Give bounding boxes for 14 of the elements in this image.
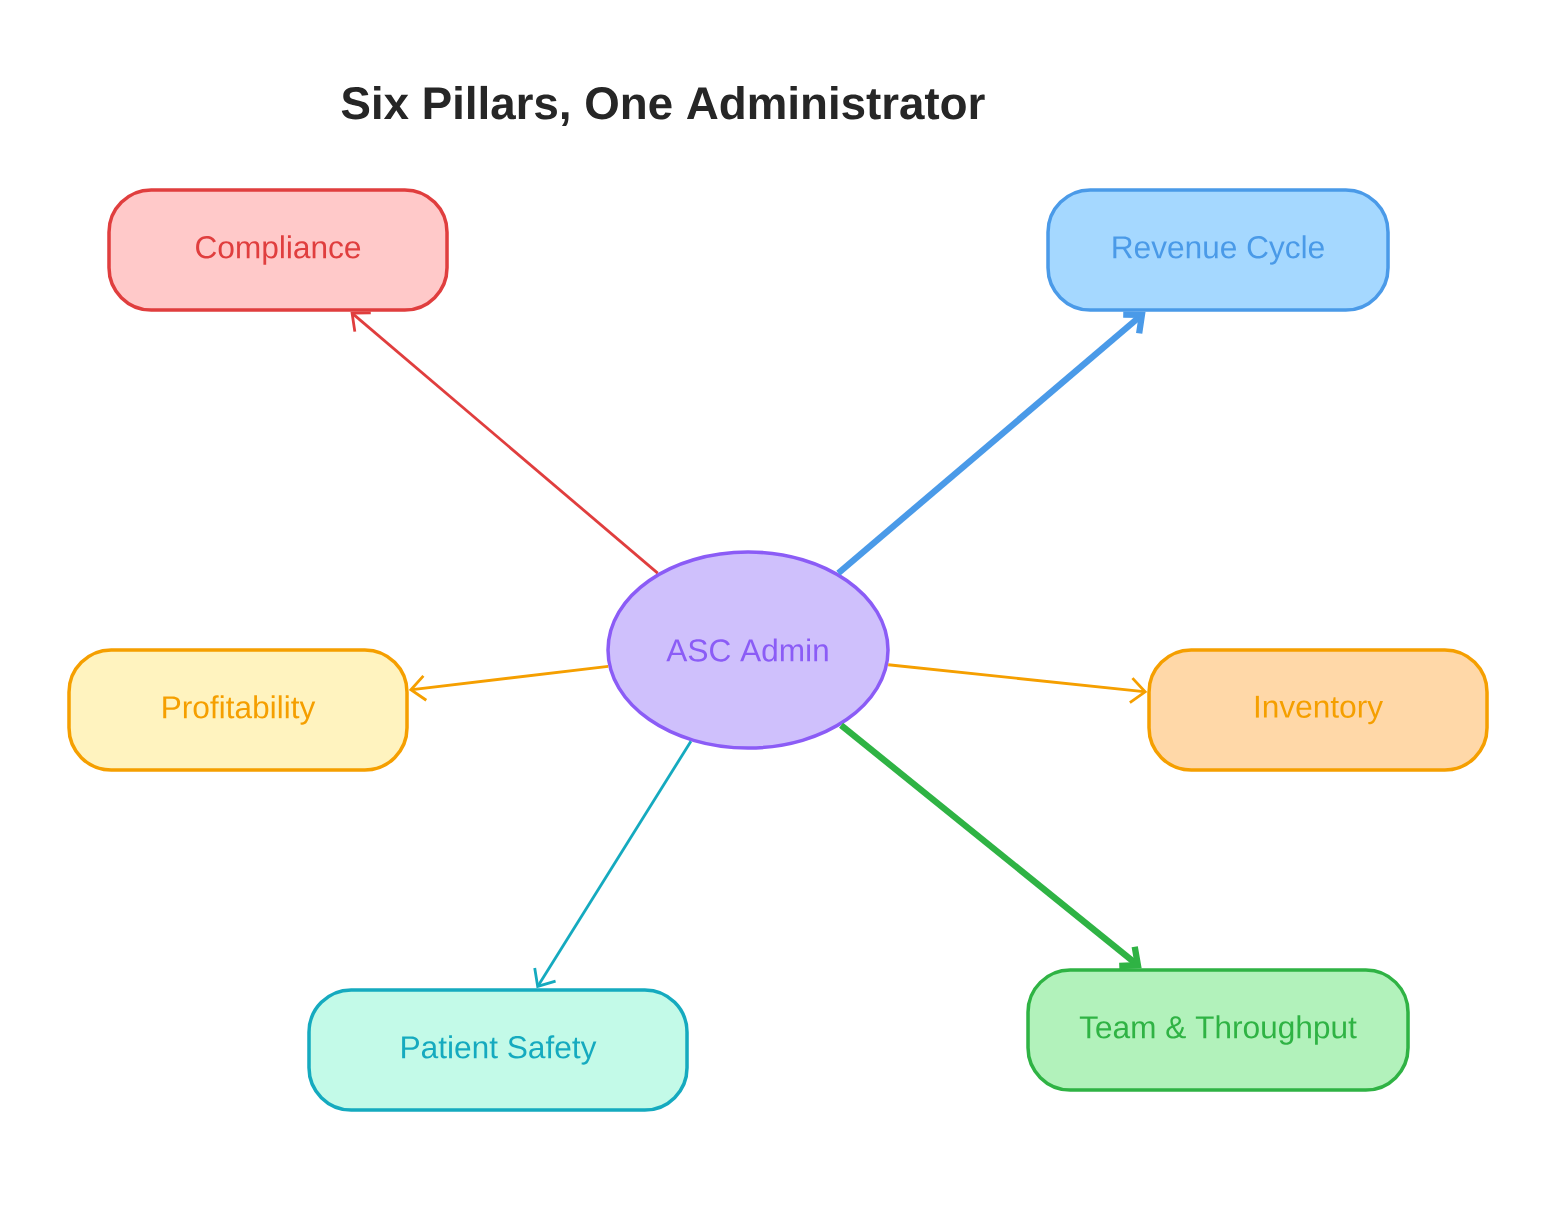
arrow <box>533 740 693 989</box>
rounded-box: Inventory <box>1147 648 1489 772</box>
arrow <box>888 663 1148 704</box>
rounded-box: Revenue Cycle <box>1046 188 1390 312</box>
rounded-box: Patient Safety <box>307 988 689 1112</box>
arrow <box>836 311 1146 576</box>
rounded-box: Profitability <box>67 648 409 772</box>
arrow <box>350 311 659 575</box>
arrow <box>408 665 609 702</box>
ellipse-node: ASC Admin <box>606 550 890 750</box>
rounded-box: Team & Throughput <box>1026 968 1410 1092</box>
rounded-box: Compliance <box>107 188 449 312</box>
arrow <box>839 722 1142 970</box>
title: Six Pillars, One Administrator <box>341 85 985 127</box>
